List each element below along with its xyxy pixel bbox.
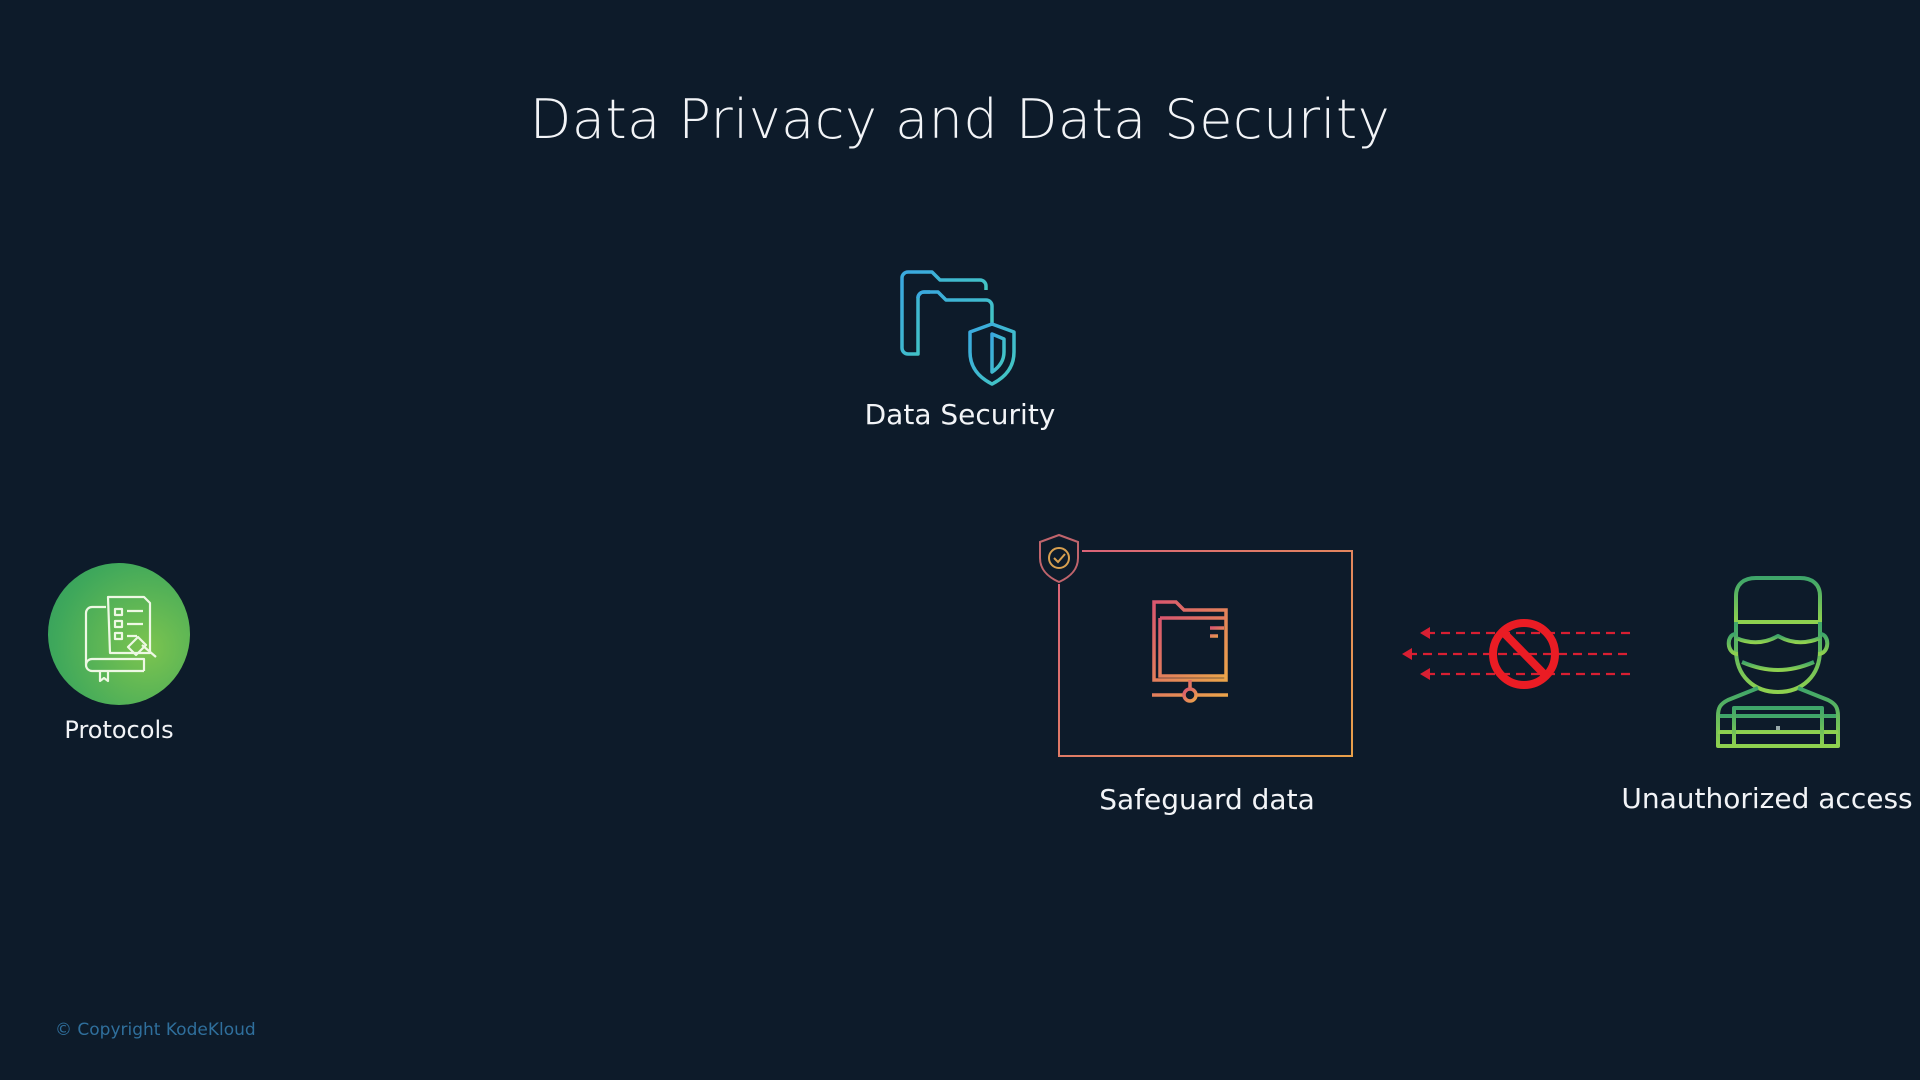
network-folder-icon: [1152, 600, 1228, 703]
data-security-label: Data Security: [864, 398, 1056, 431]
copyright-text: © Copyright KodeKloud: [55, 1020, 256, 1040]
ban-icon: [1489, 619, 1559, 689]
protocols-label: Protocols: [64, 716, 174, 744]
blocked-arrows-icon: [1402, 619, 1632, 689]
protocols-badge: [48, 563, 190, 705]
folder-shield-icon: [900, 270, 1016, 386]
safeguard-data-label: Safeguard data: [1099, 783, 1315, 816]
slide-title: Data Privacy and Data Security: [529, 88, 1391, 151]
safeguard-data-box: [1058, 550, 1353, 757]
shield-check-icon: [1036, 532, 1082, 584]
unauthorized-access-label: Unauthorized access: [1621, 782, 1913, 815]
hacker-icon: [1716, 576, 1840, 748]
protocols-icon: [84, 595, 157, 683]
